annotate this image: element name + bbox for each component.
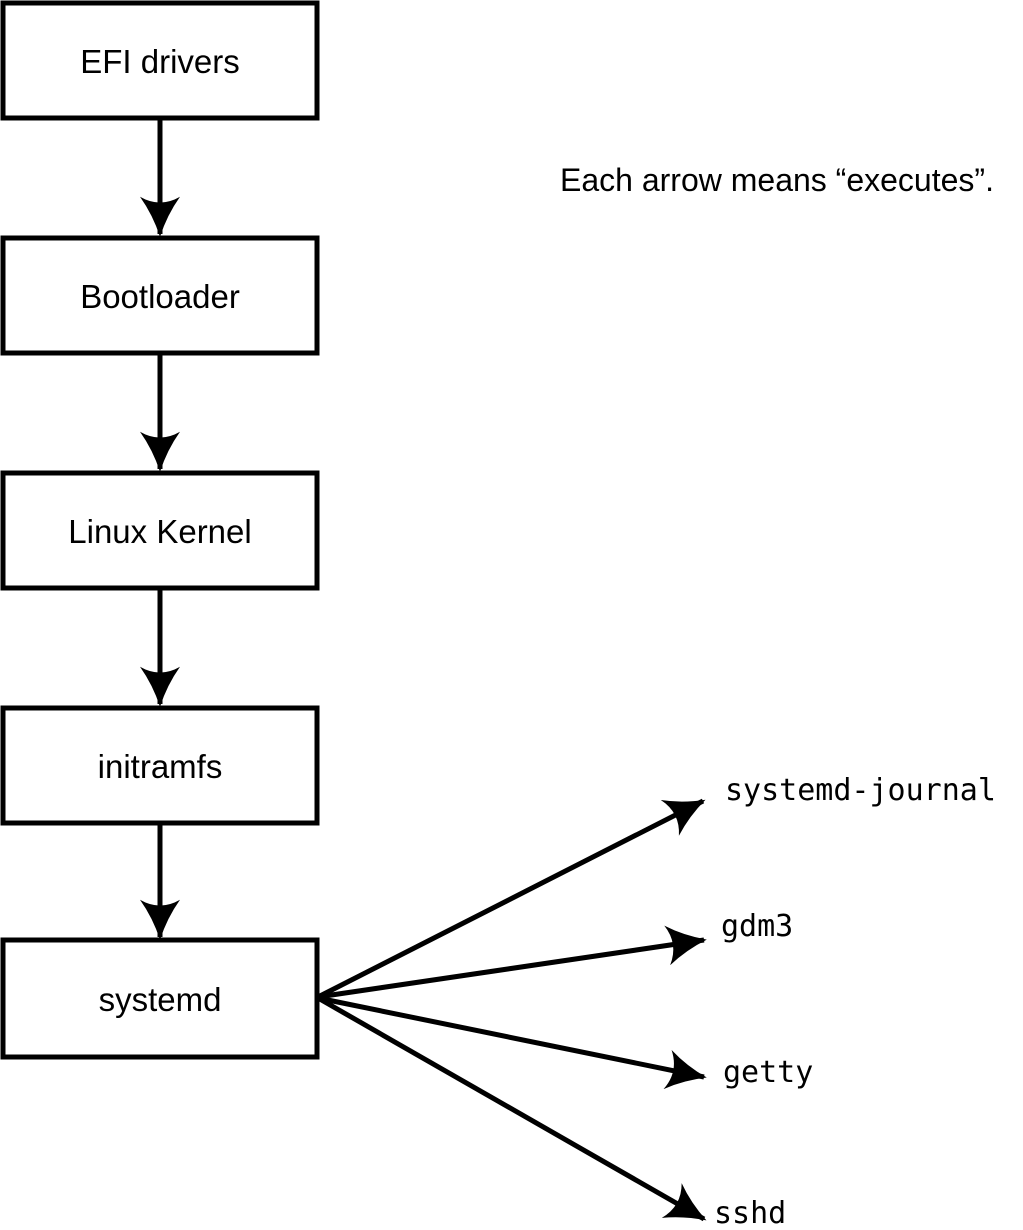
arrow-systemd-to-gdm3: [317, 925, 707, 1000]
node-initramfs-box: [0, 705, 320, 826]
node-bootloader-box: [0, 235, 320, 356]
node-systemd-box: [0, 937, 320, 1060]
node-systemd: systemd: [0, 937, 320, 1060]
node-efi-drivers-label: EFI drivers: [80, 43, 240, 80]
arrow-systemd-to-systemd-journal: [316, 798, 706, 1000]
node-linux-kernel-box: [0, 470, 320, 591]
arrow-systemd-to-sshd: [316, 995, 707, 1222]
node-linux-kernel-label: Linux Kernel: [68, 513, 251, 550]
service-label-getty: getty: [723, 1055, 813, 1090]
arrow-systemd-to-getty: [317, 995, 707, 1090]
node-efi-drivers: EFI drivers: [0, 0, 320, 121]
service-label-systemd-journal: systemd-journal: [725, 773, 996, 808]
node-initramfs-label: initramfs: [98, 748, 223, 785]
arrow-meaning-note: Each arrow means “executes”.: [560, 162, 994, 198]
node-efi-drivers-box: [0, 0, 320, 121]
node-initramfs: initramfs: [0, 705, 320, 826]
node-linux-kernel: Linux Kernel: [0, 470, 320, 591]
node-systemd-label: systemd: [99, 981, 222, 1018]
node-bootloader: Bootloader: [0, 235, 320, 356]
node-bootloader-label: Bootloader: [80, 278, 240, 315]
service-label-gdm3: gdm3: [721, 909, 793, 944]
service-label-sshd: sshd: [714, 1196, 786, 1230]
